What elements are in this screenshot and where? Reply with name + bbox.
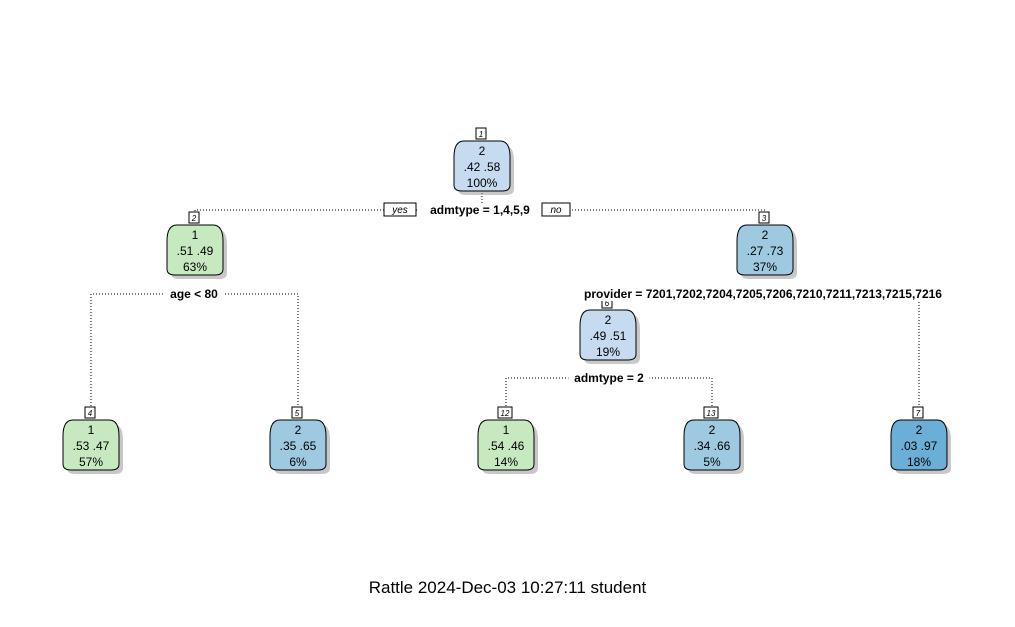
- tree-node-6: 2 .49 .51 19% 6: [579, 296, 640, 364]
- node-percent: 100%: [467, 176, 498, 190]
- node-class: 2: [605, 313, 612, 327]
- tree-edge: [607, 293, 920, 412]
- node-probs: .35 .65: [280, 439, 317, 453]
- node-box: [579, 309, 637, 361]
- node-number: 4: [88, 409, 93, 418]
- node-probs: .54 .46: [488, 439, 525, 453]
- node-number: 2: [191, 214, 197, 223]
- node-number-box: [475, 127, 487, 140]
- node-box: [890, 419, 948, 471]
- node-class: 2: [916, 423, 923, 437]
- node-class: 2: [762, 228, 769, 242]
- tree-node-13: 2 .34 .66 5% 13: [683, 406, 744, 474]
- tree-node-5: 2 .35 .65 6% 5: [269, 406, 330, 474]
- tree-node-12: 1 .54 .46 14% 12: [477, 406, 538, 474]
- tree-node-4: 1 .53 .47 57% 4: [62, 406, 123, 474]
- node-number-box: [703, 406, 719, 419]
- tree-node-1: 2 .42 .58 100% 1: [453, 127, 514, 195]
- split-2-label: age < 80: [170, 287, 218, 301]
- tree-node-3: 2 .27 .73 37% 3: [736, 211, 797, 279]
- node-number-box: [291, 406, 303, 419]
- node-number: 1: [479, 130, 483, 139]
- split-3-label: provider = 7201,7202,7204,7205,7206,7210…: [584, 287, 942, 301]
- node-class: 1: [192, 228, 199, 242]
- yes-label: yes: [391, 205, 408, 216]
- node-number: 13: [707, 409, 716, 418]
- split-label-bg: [568, 371, 650, 385]
- no-box: [541, 202, 571, 217]
- node-class: 2: [295, 423, 302, 437]
- node-class: 2: [709, 423, 716, 437]
- node-number: 5: [295, 409, 300, 418]
- split-1-label: admtype = 1,4,5,9: [430, 203, 530, 217]
- node-number-box: [912, 406, 924, 419]
- node-number-box: [84, 406, 96, 419]
- node-probs: .27 .73: [747, 244, 784, 258]
- node-percent: 57%: [79, 455, 103, 469]
- node-number: 12: [501, 409, 510, 418]
- node-percent: 63%: [183, 260, 207, 274]
- tree-node-7: 2 .03 .97 18% 7: [890, 406, 951, 474]
- node-percent: 14%: [494, 455, 518, 469]
- node-number: 6: [605, 299, 610, 308]
- node-percent: 5%: [703, 455, 721, 469]
- node-probs: .42 .58: [464, 160, 501, 174]
- node-box: [269, 419, 327, 471]
- yes-box: [383, 202, 417, 217]
- node-percent: 37%: [753, 260, 777, 274]
- node-percent: 18%: [907, 455, 931, 469]
- split-label-bg: [551, 287, 975, 301]
- plot-caption: Rattle 2024-Dec-03 10:27:11 student: [368, 578, 647, 597]
- node-box: [166, 224, 224, 276]
- node-box: [683, 419, 741, 471]
- tree-node-2: 1 .51 .49 63% 2: [166, 211, 227, 279]
- node-number: 3: [762, 214, 767, 223]
- node-percent: 19%: [596, 345, 620, 359]
- node-probs: .34 .66: [694, 439, 731, 453]
- node-box: [62, 419, 120, 471]
- node-class: 2: [479, 144, 486, 158]
- node-class: 1: [88, 423, 95, 437]
- node-number-box: [758, 211, 770, 224]
- node-box: [736, 224, 794, 276]
- node-probs: .51 .49: [177, 244, 214, 258]
- split-label-bg: [418, 203, 542, 217]
- node-probs: .03 .97: [901, 439, 938, 453]
- split-label-bg: [164, 287, 224, 301]
- node-class: 1: [503, 423, 510, 437]
- tree-edge: [90, 293, 299, 412]
- node-box: [453, 140, 511, 192]
- no-label: no: [550, 205, 562, 216]
- node-percent: 6%: [289, 455, 307, 469]
- node-box: [477, 419, 535, 471]
- node-probs: .53 .47: [73, 439, 110, 453]
- node-number-box: [497, 406, 513, 419]
- split-6-label: admtype = 2: [574, 371, 644, 385]
- node-number-box: [188, 211, 200, 224]
- node-number: 7: [916, 409, 921, 418]
- node-probs: .49 .51: [590, 329, 627, 343]
